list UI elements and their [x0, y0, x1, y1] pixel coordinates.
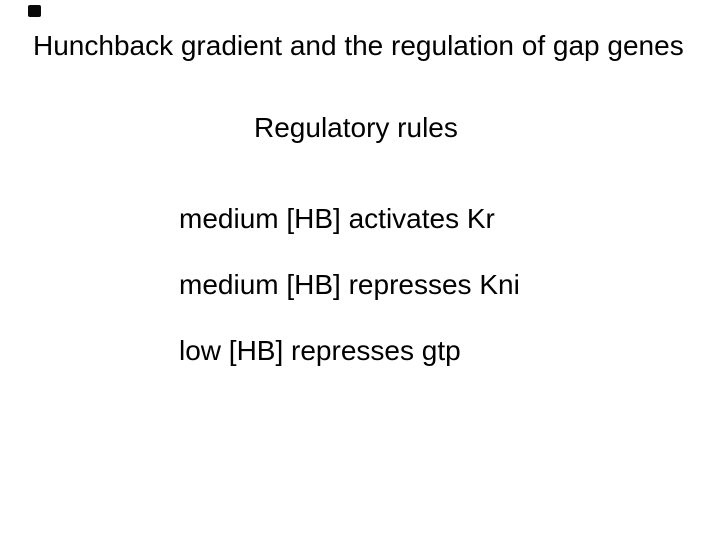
rule-line-low-hb-represses-gtp: low [HB] represses gtp — [179, 335, 461, 366]
corner-mark — [28, 5, 41, 17]
rules-block: medium [HB] activates Kr medium [HB] rep… — [179, 202, 520, 368]
rule-line-medium-hb-activates-kr: medium [HB] activates Kr — [179, 203, 495, 234]
slide-subtitle: Regulatory rules — [254, 112, 458, 143]
rule-line-medium-hb-represses-kni: medium [HB] represses Kni — [179, 269, 520, 300]
slide-title: Hunchback gradient and the regulation of… — [33, 30, 684, 61]
